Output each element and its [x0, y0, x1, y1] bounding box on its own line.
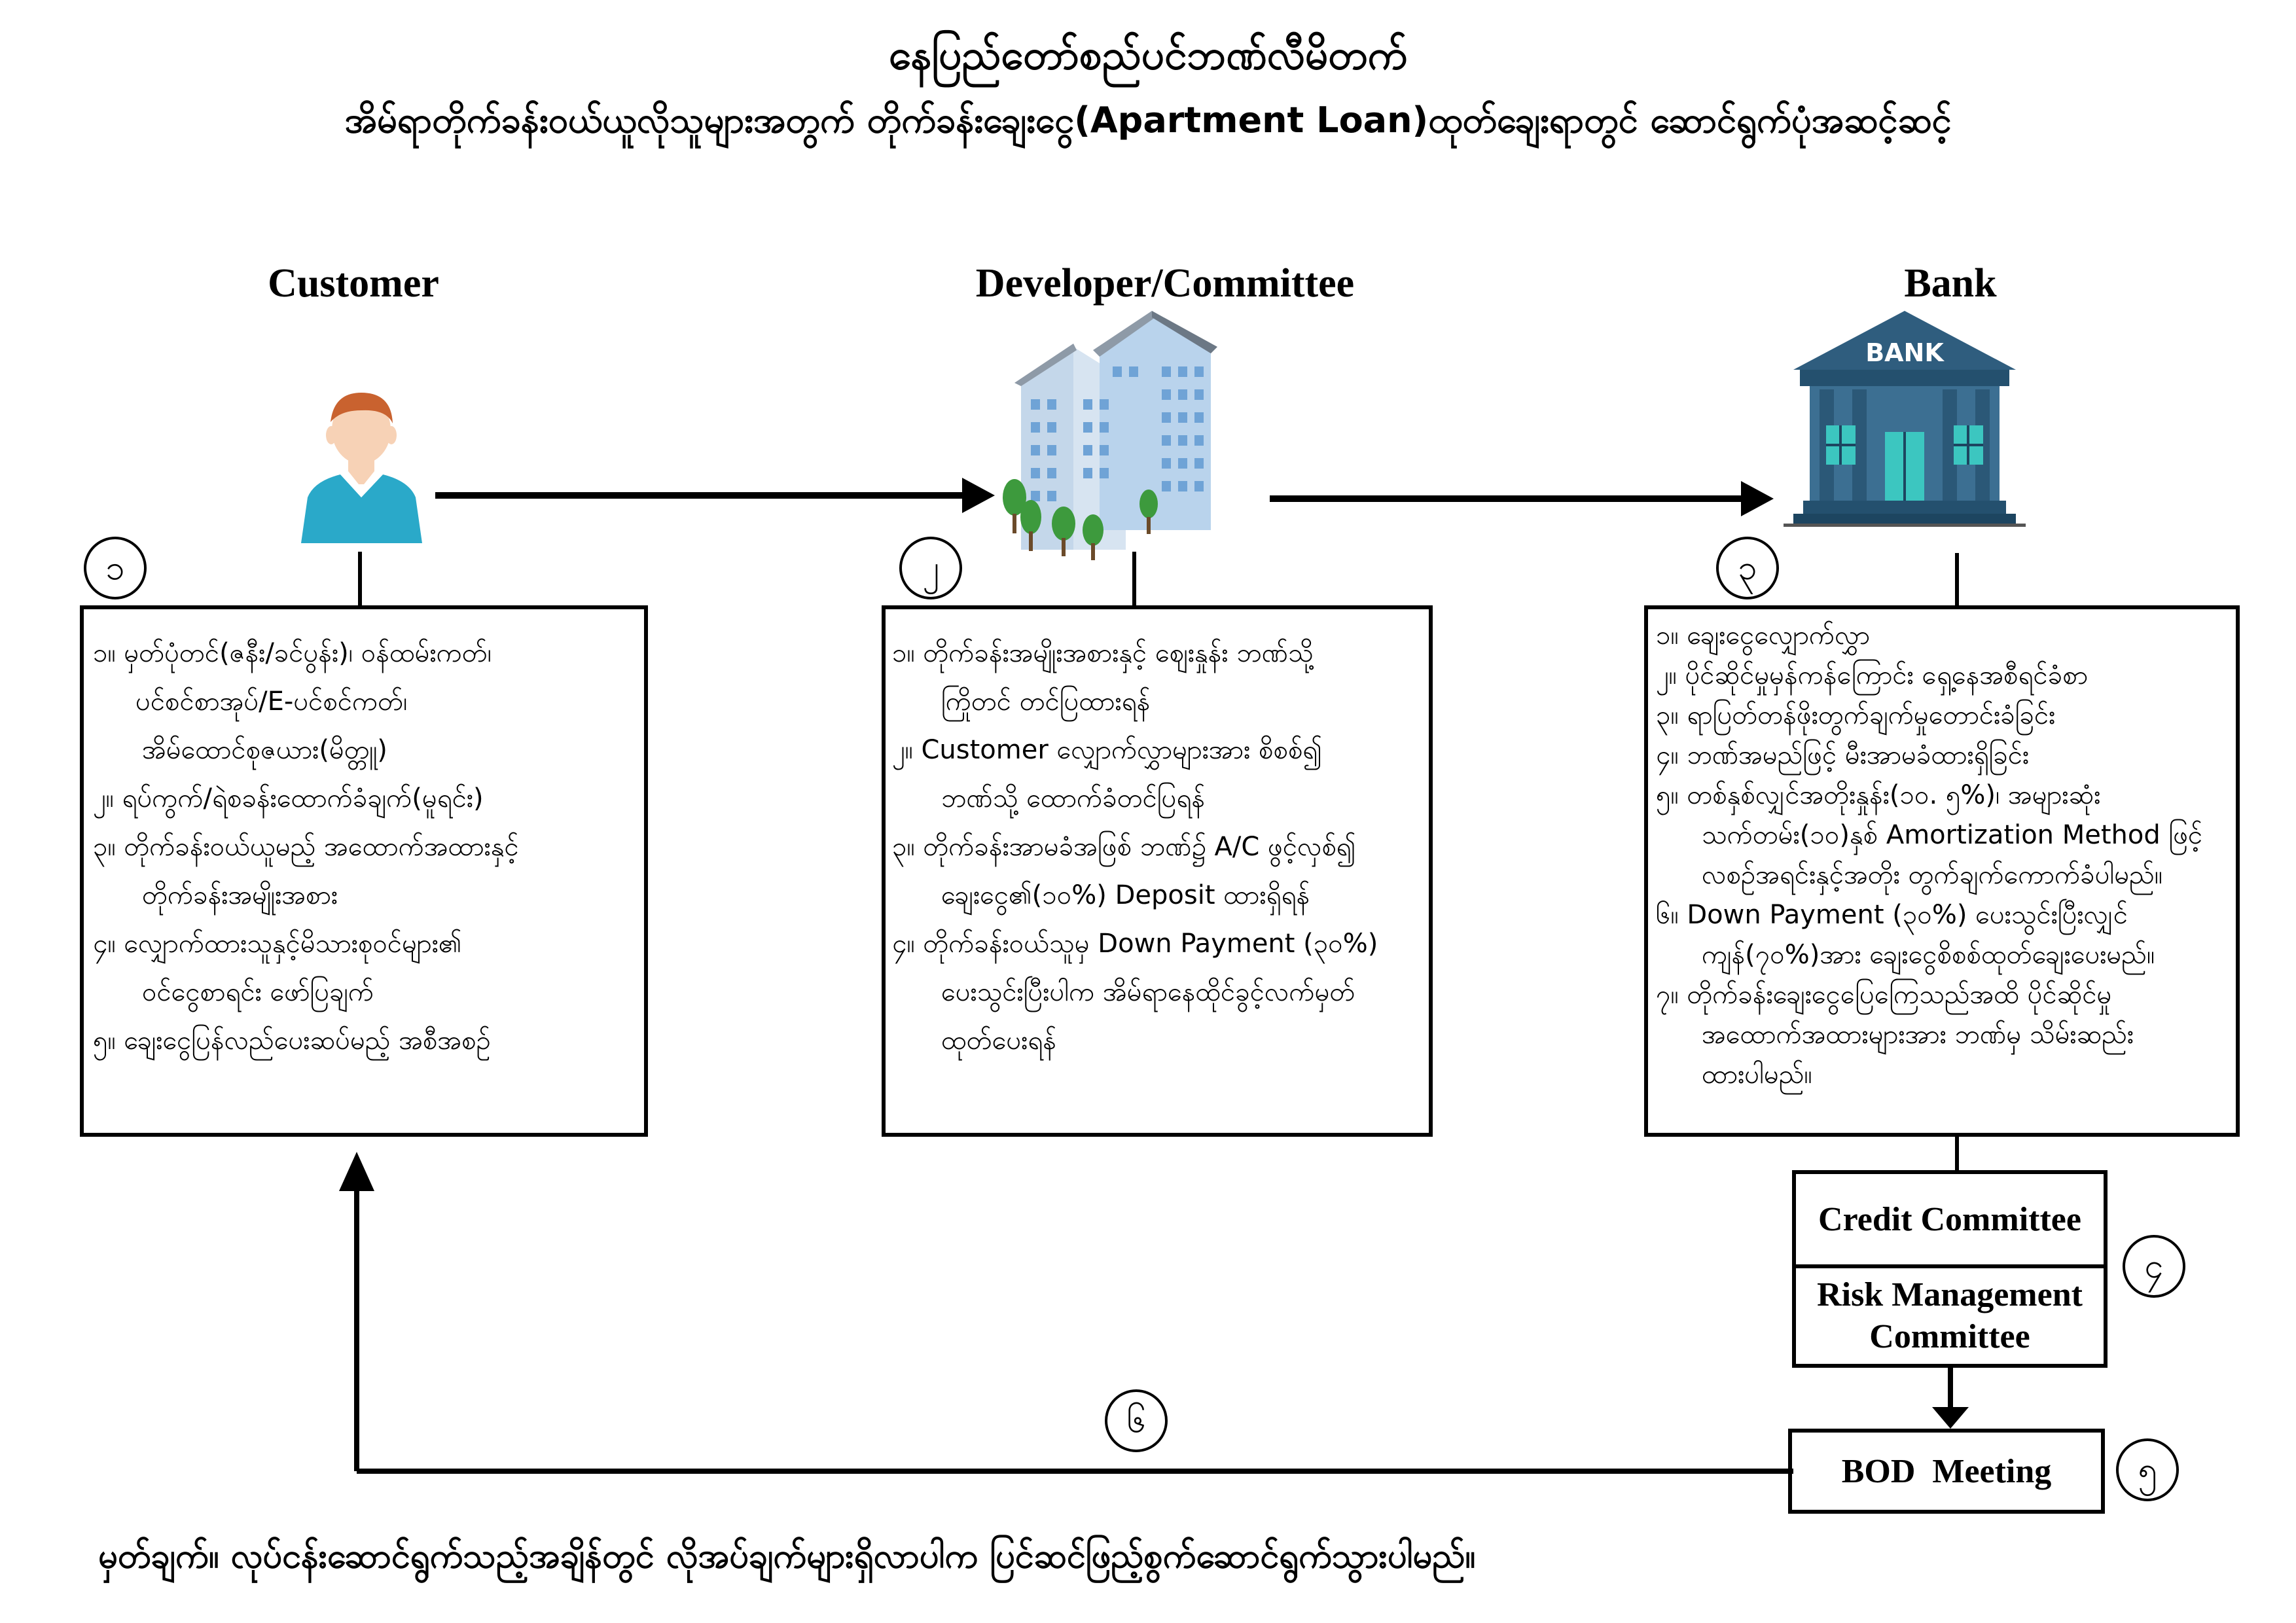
customer-person-icon [301, 393, 422, 543]
arrowhead-customer [339, 1152, 374, 1191]
list-item: ၃။ ရာပြတ်တန်ဖိုးတွက်ချက်မှုတောင်းခံခြင်း [1656, 700, 2056, 730]
step-number-4: ၄ [2123, 1235, 2185, 1298]
list-item: သက်တမ်း(၁၀)နှစ် Amortization Method ဖြင့… [1702, 820, 2203, 850]
list-item: ၅။ ချေးငွေပြန်လည်ပေးဆပ်မည့် အစီအစဉ် [93, 1026, 491, 1056]
list-item: အထောက်အထားများအား ဘဏ်မှ သိမ်းဆည်း [1702, 1020, 2134, 1050]
list-item: ၁။ မှတ်ပုံတင်(ဇနီး/ခင်ပွန်း)၊ ဝန်ထမ်းကတ်… [93, 638, 492, 668]
bank-procedures-box: ၁။ ချေးငွေလျှောက်လွှာ ၂။ ပိုင်ဆိုင်မှုမှ… [1644, 605, 2240, 1137]
list-item: ၂။ ပိုင်ဆိုင်မှုမှန်ကန်ကြောင်း ရှေ့နေအစီ… [1656, 660, 2089, 690]
list-item: ဘဏ်သို့ ထောက်ခံတင်ပြရန် [941, 783, 1206, 813]
list-item: ထုတ်ပေးရန် [941, 1026, 1056, 1056]
step-number-6: ၆ [1105, 1389, 1168, 1452]
list-item: ၂။ Customer လျှောက်လွှာများအား စိစစ်၍ [892, 735, 1323, 765]
list-item: ချေးငွေ၏(၁၀%) Deposit ထားရှိရန် [941, 880, 1310, 910]
bod-meeting-box: BOD Meeting [1788, 1429, 2105, 1514]
list-item: ၃။ တိုက်ခန်းဝယ်ယူမည့် အထောက်အထားနှင့် [93, 832, 519, 862]
step-number-2: ၂ [899, 537, 962, 599]
list-item: ၄။ ဘဏ်အမည်ဖြင့် မီးအာမခံထားရှိခြင်း [1656, 740, 2030, 770]
list-item: ၇။ တိုက်ခန်းချေးငွေပြေကြေသည်အထိ ပိုင်ဆို… [1656, 980, 2112, 1010]
step-number-1: ၁ [84, 537, 147, 599]
list-item: ၂။ ရပ်ကွက်/ရဲစခန်းထောက်ခံချက်(မူရင်း) [93, 783, 484, 813]
bank-ground-line [1784, 524, 2026, 527]
bank-sign: BANK [1865, 338, 1944, 367]
page-title: နေပြည်တော်စည်ပင်ဘဏ်လီမိတက် [888, 31, 1408, 79]
list-item: ပင်စင်စာအုပ်/E-ပင်စင်ကတ်၊ [135, 687, 408, 717]
page-subtitle: အိမ်ရာတိုက်ခန်းဝယ်ယူလိုသူများအတွက် တိုက်… [344, 99, 1952, 141]
list-item: အိမ်ထောင်စုဇယား(မိတ္တူ) [142, 735, 387, 765]
customer-label: Customer [268, 261, 439, 306]
list-item: ၅။ တစ်နှစ်လျှင်အတိုးနှုန်း(၁၀. ၅%)၊ အမျာ… [1656, 780, 2101, 810]
apartment-buildings-icon [1003, 311, 1217, 560]
step-number-5: ၅ [2116, 1438, 2179, 1501]
list-item: ၄။ လျှောက်ထားသူနှင့်မိသားစုဝင်များ၏ [93, 929, 462, 959]
list-item: တိုက်ခန်းအမျိုးအစား [142, 880, 338, 910]
list-item: ထားပါမည်။ [1702, 1060, 1812, 1090]
arrowhead-bank [1741, 481, 1774, 516]
bank-label: Bank [1904, 261, 1997, 306]
arrowhead-developer [962, 478, 995, 513]
arrowhead-bod [1932, 1407, 1969, 1429]
customer-requirements-box: ၁။ မှတ်ပုံတင်(ဇနီး/ခင်ပွန်း)၊ ဝန်ထမ်းကတ်… [80, 605, 648, 1137]
credit-committee-box: Credit Committee [1792, 1170, 2108, 1268]
developer-responsibilities-box: ၁။ တိုက်ခန်းအမျိုးအစားနှင့် ဈေးနှုန်း ဘဏ… [882, 605, 1433, 1137]
list-item: ကျန်(၇၀%)အား ချေးငွေစိစစ်ထုတ်ချေးပေးမည်။ [1702, 940, 2155, 970]
footer-note: မှတ်ချက်။ လုပ်ငန်းဆောင်ရွက်သည့်အချိန်တွင… [98, 1537, 1476, 1576]
risk-committee-box: Risk Management Committee [1792, 1264, 2108, 1368]
list-item: ပေးသွင်းပြီးပါက အိမ်ရာနေထိုင်ခွင့်လက်မှတ… [941, 977, 1355, 1007]
developer-label: Developer/Committee [975, 261, 1355, 306]
list-item: ၃။ တိုက်ခန်းအာမခံအဖြစ် ဘဏ်၌ A/C ဖွင့်လှစ… [892, 832, 1356, 862]
step-number-3: ၃ [1716, 537, 1779, 599]
list-item: ၆။ Down Payment (၃၀%) ပေးသွင်းပြီးလျှင် [1656, 900, 2128, 930]
list-item: ကြိုတင် တင်ပြထားရန် [941, 687, 1151, 717]
bank-building-icon [1793, 311, 2016, 527]
list-item: လစဉ်အရင်းနှင့်အတိုး တွက်ချက်ကောက်ခံပါမည်… [1702, 860, 2162, 890]
list-item: ၁။ တိုက်ခန်းအမျိုးအစားနှင့် ဈေးနှုန်း ဘဏ… [892, 638, 1314, 668]
list-item: ၁။ ချေးငွေလျှောက်လွှာ [1656, 620, 1871, 651]
list-item: ၄။ တိုက်ခန်းဝယ်သူမှ Down Payment (၃၀%) [892, 929, 1378, 959]
list-item: ဝင်ငွေစာရင်း ဖော်ပြချက် [142, 977, 374, 1007]
